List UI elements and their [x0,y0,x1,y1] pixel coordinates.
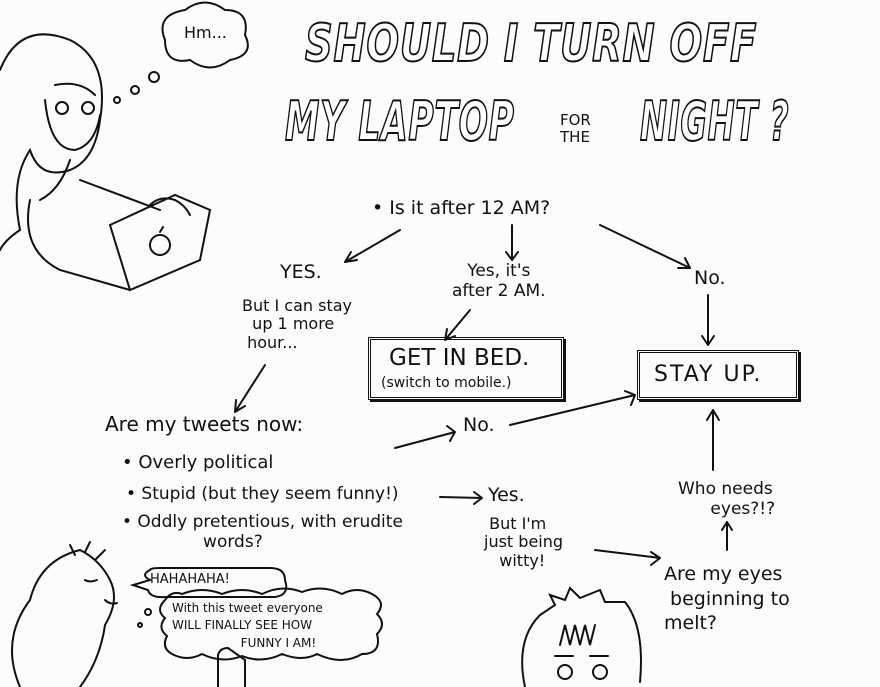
thought-bubble-tweet [159,587,383,661]
title-line-2-small: FOR THE [560,111,591,147]
stay-up-box: STAY UP. [637,350,799,400]
thought-dot [130,85,140,95]
title-line-2a: MY LAPTOP [284,90,515,153]
thought-dot [137,622,143,628]
laugh-bubble-text: HAHAHAHA! [150,572,230,587]
tweets-yes-label: Yes. [488,484,525,506]
title-line-2b: NIGHT ? [639,90,790,153]
thought-dot [144,608,152,616]
tweets-option-political: • Overly political [122,452,274,473]
flow-arrows [234,224,733,566]
tweets-question: Are my tweets now: [105,412,304,436]
tweets-option-pretentious: • Oddly pretentious, with erudite words? [122,512,403,552]
eyes-answer: Who needs eyes?!? [678,479,776,519]
title-line-1: SHOULD I TURN OFF [304,14,758,74]
thought-bubble-hm [161,1,249,69]
branch-yes2-label: Yes, it's after 2 AM. [452,261,546,301]
phone-illustration [217,646,246,687]
tweets-option-stupid: • Stupid (but they seem funny!) [126,484,399,504]
tweets-yes-note: But I'm just being witty! [484,514,564,570]
tweets-no-label: No. [463,414,495,436]
melting-face-illustration [521,586,642,687]
woman-with-laptop-illustration [0,33,212,292]
branch-no-label: No. [694,267,726,289]
thought-dot [148,71,160,83]
get-in-bed-subtitle: (switch to mobile.) [381,375,512,391]
get-in-bed-title: GET IN BED. [389,345,530,371]
get-in-bed-box: GET IN BED. (switch to mobile.) [368,337,564,400]
eyes-question: Are my eyes beginning to melt? [664,563,790,635]
laughing-woman-illustration [11,541,118,687]
branch-yes-note: But I can stay up 1 more hour... [242,296,352,352]
stay-up-title: STAY UP. [654,362,763,387]
speech-bubble-laugh [129,567,288,599]
thought-dot [113,96,121,104]
thought-hm-text: Hm... [184,23,227,42]
main-question: • Is it after 12 AM? [372,197,551,219]
branch-yes-label: YES. [280,261,322,283]
tweet-thought-text: With this tweet everyone WILL FINALLY SE… [172,601,323,650]
